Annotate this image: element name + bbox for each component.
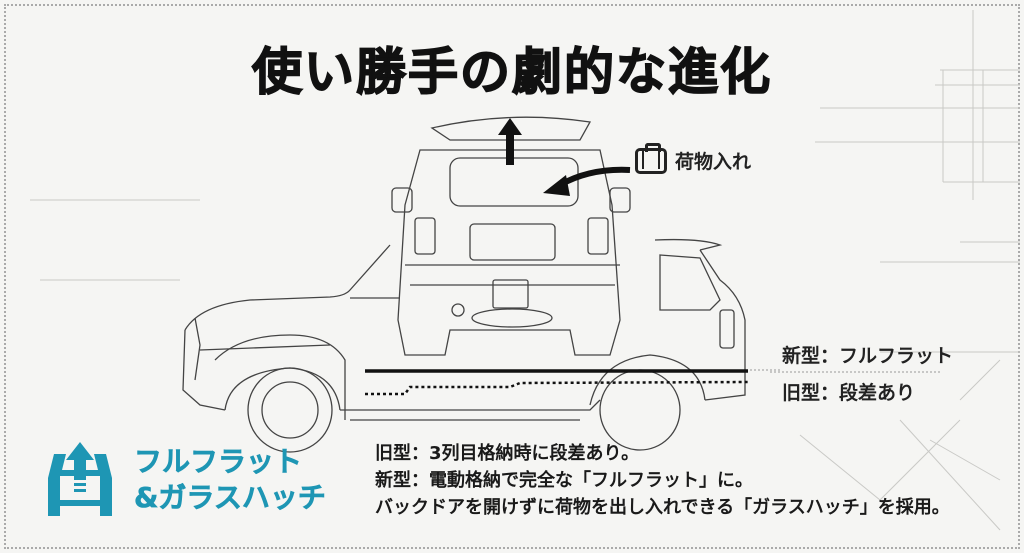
comparison-new-label: 新型：フルフラット <box>782 345 954 367</box>
feature-title-line1: フルフラット <box>134 445 303 479</box>
feature-title-line2: &ガラスハッチ <box>134 481 326 515</box>
description-line: 旧型：3列目格納時に段差あり。 <box>375 443 640 464</box>
luggage-label: 荷物入れ <box>675 151 752 173</box>
feature-heading: フルフラット &ガラスハッチ <box>40 440 326 520</box>
car-tailgate-up-icon <box>48 442 112 516</box>
description-line: 新型：電動格納で完全な「フルフラット」に。 <box>375 470 753 491</box>
description: 旧型：3列目格納時に段差あり。 新型：電動格納で完全な「フルフラット」に。 バッ… <box>375 440 950 521</box>
description-line: バックドアを開けずに荷物を出し入れできる「ガラスハッチ」を採用。 <box>375 497 950 518</box>
suitcase-icon <box>635 142 667 174</box>
luggage-callout: 荷物入れ <box>635 142 752 174</box>
page-title: 使い勝手の劇的な進化 <box>251 42 772 102</box>
dotted-border <box>4 4 1020 549</box>
comparison-old-label: 旧型：段差あり <box>782 382 916 404</box>
